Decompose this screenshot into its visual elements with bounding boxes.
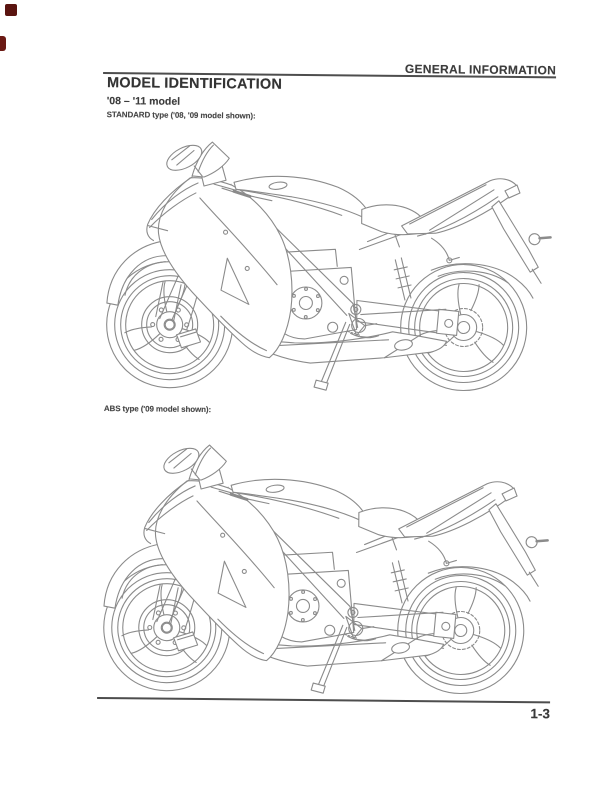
abs-model-illustration [101,440,551,697]
figure-caption-standard: STANDARD type ('08, '09 model shown): [106,110,256,121]
scan-artifact-mark [0,36,6,51]
footer-rule [97,697,551,704]
scan-artifact-mark [5,4,17,16]
page-title: MODEL IDENTIFICATION [106,75,283,93]
model-range-subtitle: '08 – '11 model [106,95,181,108]
page-number: 1-3 [530,706,551,722]
standard-model-illustration [106,141,552,392]
figure-caption-abs: ABS type ('09 model shown): [103,404,212,415]
